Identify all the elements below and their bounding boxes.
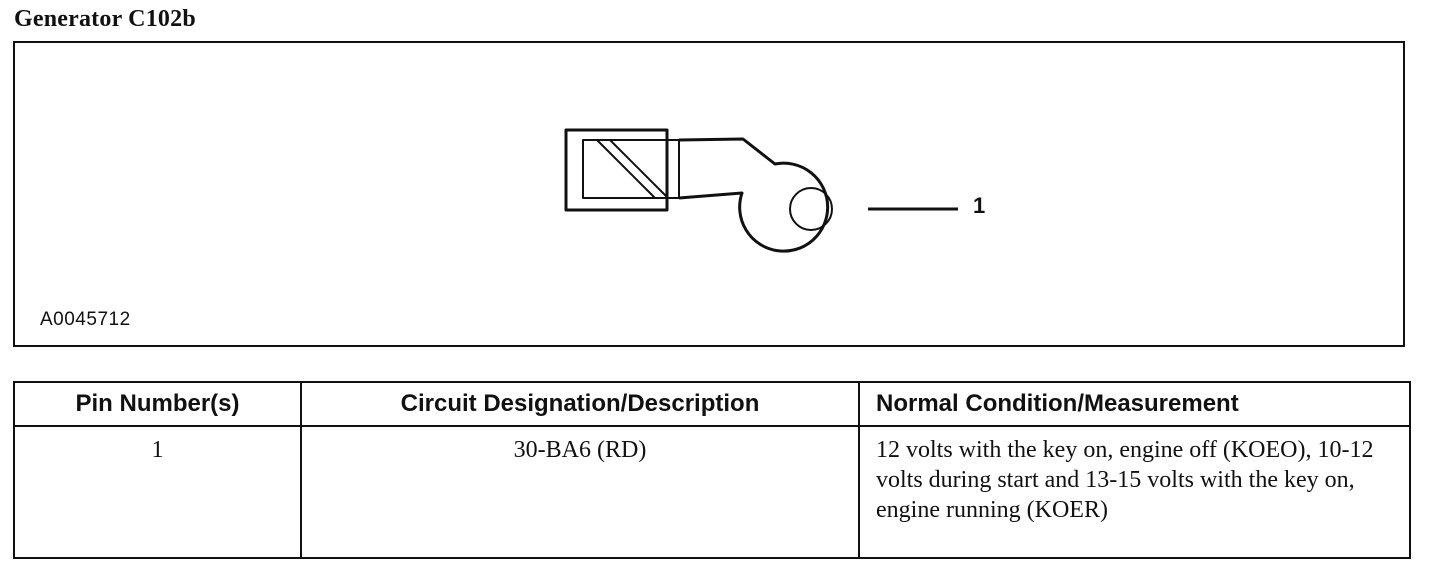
ring-terminal [678, 137, 830, 253]
connector-figure: 1 A0045712 [13, 41, 1405, 347]
table-row: 1 30-BA6 (RD) 12 volts with the key on, … [13, 425, 1411, 559]
connector-insert [582, 139, 680, 199]
cell-condition: 12 volts with the key on, engine off (KO… [858, 425, 1411, 559]
connector-diagram [564, 128, 958, 253]
hatch-line-1 [596, 139, 656, 199]
hatch-line-2 [609, 139, 669, 199]
header-pin-number: Pin Number(s) [13, 381, 302, 427]
pin-label: 1 [973, 193, 986, 218]
cell-circuit: 30-BA6 (RD) [300, 425, 860, 559]
figure-id: A0045712 [40, 309, 131, 330]
pin-table: Pin Number(s) Circuit Designation/Descri… [13, 381, 1411, 559]
connector-housing [564, 128, 669, 212]
cell-pin-number: 1 [13, 425, 302, 559]
header-condition: Normal Condition/Measurement [858, 381, 1411, 427]
header-circuit: Circuit Designation/Description [300, 381, 860, 427]
page-title: Generator C102b [14, 6, 196, 32]
stud-hole [789, 187, 833, 231]
table-header-row: Pin Number(s) Circuit Designation/Descri… [13, 381, 1411, 427]
